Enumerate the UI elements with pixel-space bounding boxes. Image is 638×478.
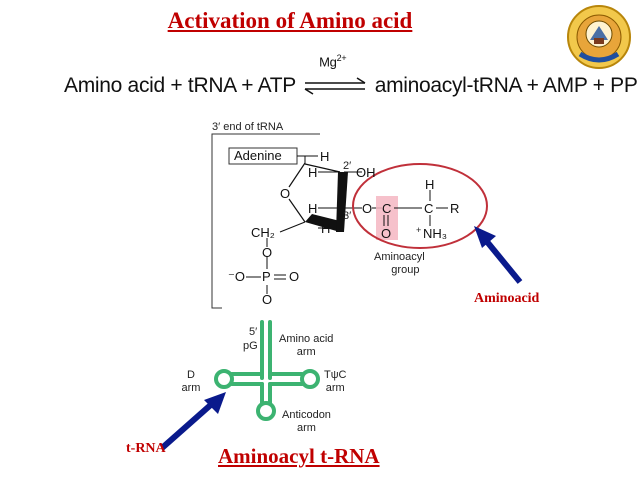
slide-title-wrap: Activation of Amino acid [0,8,580,34]
reaction-equation: Amino acid + tRNA + ATP Mg2+ aminoacyl-t… [64,53,638,99]
figure-caption: Aminoacyl t-RNA [218,444,380,468]
ring-bond-a [288,162,306,188]
tpsic-arm-label: TψC arm [324,369,347,395]
h-c1: H [320,149,330,164]
ester-oxygen: O [362,201,373,216]
h-c4: H [321,221,331,236]
ring-bond-right [336,172,348,232]
trna-end-label: 3′ end of tRNA [212,121,284,133]
trna-arrow-icon [160,392,226,451]
phosphate-o-minus: ⁻O [228,269,245,284]
anticodon-loop [256,401,276,421]
phosphate-o-bottom: O [262,292,273,307]
tpsic-loop [300,369,320,389]
prime-2: 2′ [343,160,352,172]
trna-end-bracket [211,133,320,309]
d-arm-line2: arm [181,382,201,394]
trna-cloverleaf [214,320,320,421]
aminoacid-callout: Aminoacid [474,291,540,306]
university-logo [567,5,631,69]
amino-acid-arm-label: Amino acid arm [279,333,333,359]
aminoacyl-group-line2: group [391,264,420,276]
aminoacyl-group-label: Aminoacyl group [374,251,425,277]
ch2-label: CH₂ [251,225,275,240]
tpsic-arm-line2: arm [325,382,345,394]
h-c3: H [308,201,318,216]
c4-ch2-bond [279,221,306,233]
prime-3: 3′ [343,210,352,222]
catalyst-charge: 2+ [336,53,347,64]
equation-products: aminoacyl-tRNA + AMP + PP [374,74,638,97]
amino-group: NH₃ [423,226,448,241]
ring-oxygen: O [280,186,291,201]
d-arm-label: D arm [178,369,204,395]
carbonyl-oxygen: O [381,226,392,241]
catalyst-symbol: Mg [319,54,337,70]
r-group: R [450,201,460,216]
amino-acid-arm-line1: Amino acid [279,333,334,345]
ring-bond-b [288,198,306,223]
carbonyl-carbon: C [382,201,392,216]
tpsic-arm-line1: TψC [324,369,347,381]
equation-reactants: Amino acid + tRNA + ATP [64,74,296,97]
d-loop [214,369,234,389]
amino-acid-arm-line2: arm [296,346,316,358]
alpha-carbon: C [424,201,434,216]
oh-label: OH [356,165,376,180]
catalyst-label: Mg2+ [319,53,346,69]
aminoacyl-group-line1: Aminoacyl [374,251,425,263]
slide-title: Activation of Amino acid [167,8,413,33]
phosphate-o-top: O [262,245,273,260]
aminoacid-arrow-icon [474,226,523,284]
pg-label: pG [243,340,258,352]
anticodon-arm-line1: Anticodon [282,409,331,421]
carbonyl-highlight [376,196,398,240]
nh3-charge: + [416,225,422,235]
five-prime-label: 5′ [249,326,258,338]
d-arm-line1: D [187,369,195,381]
anticodon-arm-label: Anticodon arm [282,409,331,435]
h-c2: H [308,165,318,180]
amino-acid-circle [352,163,488,249]
equilibrium-arrow-icon: Mg2+ [303,53,367,97]
adenine-label: Adenine [234,148,282,163]
alpha-h: H [425,177,435,192]
phosphorus: P [262,269,271,284]
anticodon-arm-line2: arm [296,422,316,434]
trna-callout: t-RNA [126,441,166,456]
ring-bond-top [304,163,341,173]
phosphate-o-right: O [289,269,300,284]
